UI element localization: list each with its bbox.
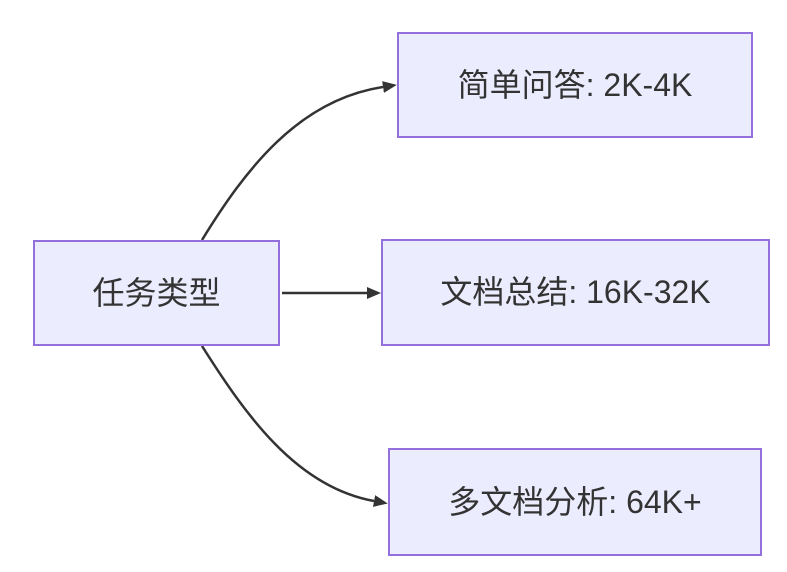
edge-task-type-to-multi-doc <box>200 345 388 507</box>
edge-task-type-to-simple-qa <box>200 81 397 241</box>
node-doc-summary: 文档总结: 16K-32K <box>381 239 770 346</box>
node-multi-doc: 多文档分析: 64K+ <box>388 448 762 556</box>
node-simple-qa: 简单问答: 2K-4K <box>397 32 753 138</box>
node-task-type: 任务类型 <box>33 240 280 346</box>
